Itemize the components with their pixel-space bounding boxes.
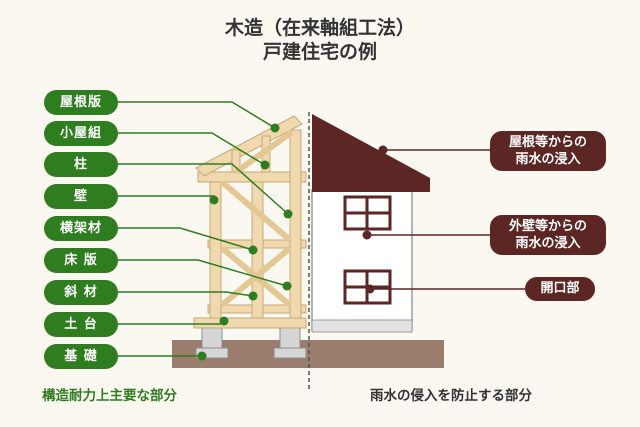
house-exterior [311,114,430,333]
foundation-footings [195,327,307,359]
label-wall-rain-line2: 雨水の浸入 [515,236,581,251]
label-roof-board: 屋根版 [44,90,118,115]
upper-window [343,195,392,231]
diagram-title-line2: 戸建住宅の例 [262,41,377,63]
label-roof-truss: 小屋組 [44,121,118,146]
label-horizontal-beam: 横架材 [44,216,118,241]
structural-leader-dots [197,123,293,361]
label-column: 柱 [44,152,118,177]
label-opening: 開口部 [525,277,595,301]
label-wall-rain-intrusion: 外壁等からの 雨水の浸入 [490,215,606,255]
rain-leader-dots [362,145,388,294]
label-wall-rain-line1: 外壁等からの [508,219,587,234]
label-wall: 壁 [44,184,118,209]
caption-rainproof: 雨水の侵入を防止する部分 [370,388,532,404]
rain-leaders [367,149,525,290]
label-roof-rain-intrusion: 屋根等からの 雨水の浸入 [490,131,606,171]
structural-leaders [118,101,289,357]
label-floor-board: 床 版 [44,248,118,273]
caption-structural: 構造耐力上主要な部分 [42,388,177,404]
label-foundation: 基 礎 [44,344,118,369]
lower-window [343,269,392,305]
label-roof-rain-line1: 屋根等からの [508,135,587,150]
label-brace: 斜 材 [44,280,118,305]
house-base [311,319,413,333]
label-roof-rain-line2: 雨水の浸入 [515,152,581,167]
roof [312,114,430,192]
label-sill: 土 台 [44,312,118,337]
diagram-title-line1: 木造（在来軸組工法） [224,17,415,39]
